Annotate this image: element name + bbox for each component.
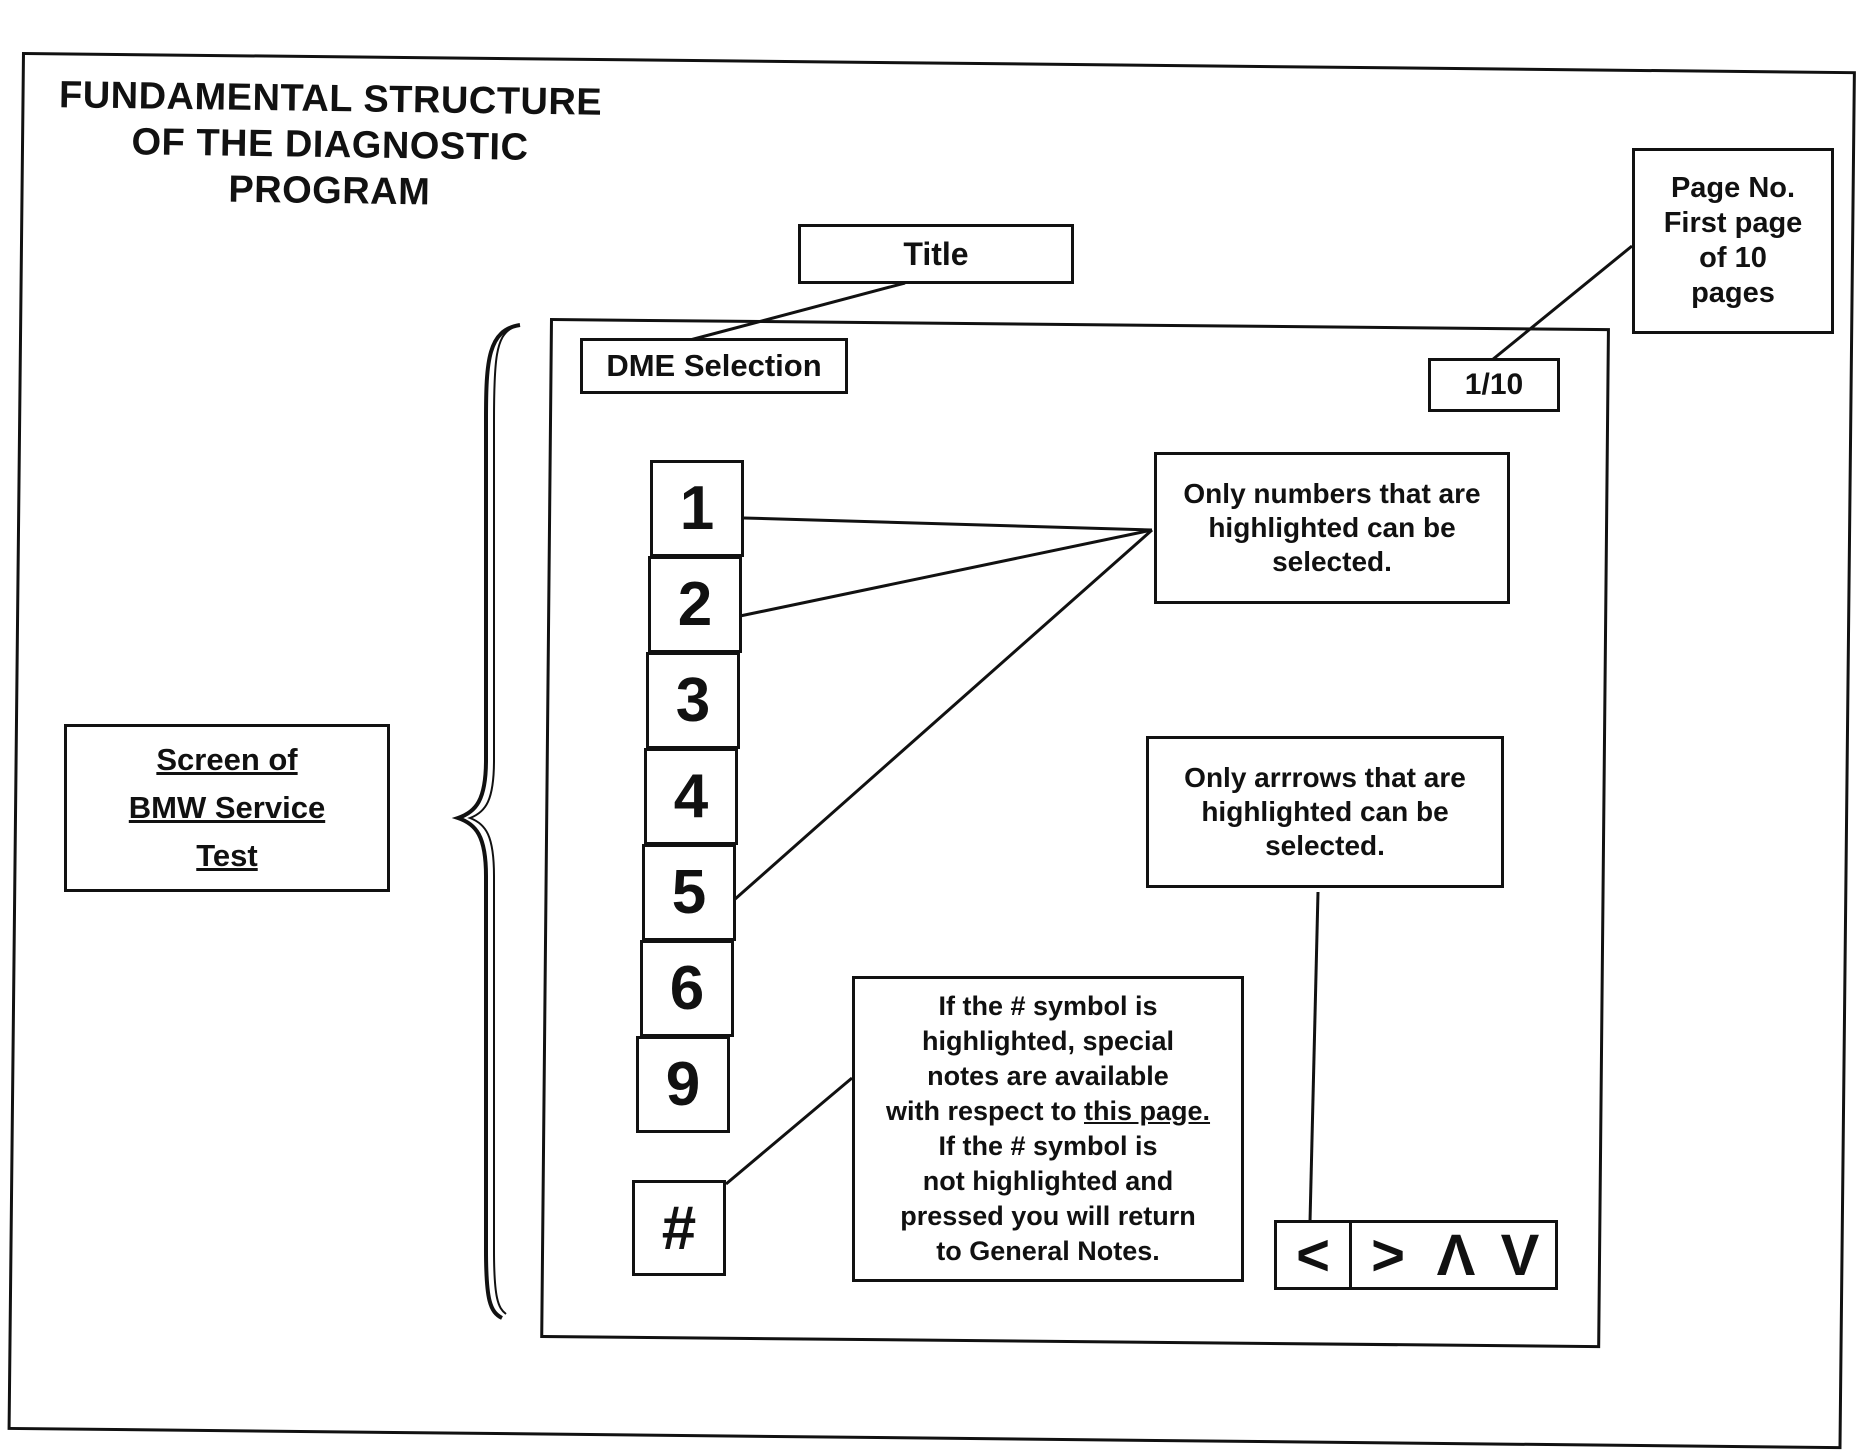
numbers-note-line: Only numbers that are [1183, 478, 1481, 509]
numbers-note: Only numbers that are highlighted can be… [1154, 452, 1510, 604]
number-label: 2 [677, 570, 713, 639]
arrow-right-button[interactable]: > [1352, 1222, 1424, 1288]
hash-note-line: highlighted, special [921, 1026, 1175, 1056]
numbers-connector-1 [743, 516, 1153, 532]
screen-label-box: Screen of BMW Service Test [64, 724, 390, 892]
arrows-note: Only arrrows that are highlighted can be… [1146, 736, 1504, 888]
arrow-right-label: > [1371, 1222, 1405, 1288]
page-number-callout: Page No. First page of 10 pages [1632, 148, 1834, 334]
numbers-note-line: highlighted can be [1208, 512, 1456, 543]
number-label: 3 [675, 666, 711, 735]
number-button-3[interactable]: 3 [646, 652, 740, 749]
hash-button[interactable]: # [632, 1180, 726, 1276]
arrow-left-label: < [1296, 1222, 1330, 1288]
hash-note-line: not highlighted and [922, 1166, 1174, 1196]
title-callout: Title [798, 224, 1074, 284]
arrows-note-line: highlighted can be [1201, 796, 1449, 827]
arrow-bar: < > Λ V [1274, 1220, 1558, 1290]
page-indicator-value: 1/10 [1464, 368, 1524, 401]
number-label: 4 [673, 762, 709, 831]
hash-note: If the # symbol is highlighted, special … [852, 976, 1244, 1282]
curly-brace [451, 323, 521, 1320]
hash-note-line: If the # symbol is [938, 991, 1158, 1021]
page-connector [1491, 244, 1633, 362]
page-note-line: of 10 [1699, 242, 1767, 274]
page-note-line: Page No. [1670, 172, 1796, 204]
hash-note-line: notes are available [927, 1061, 1169, 1091]
title-callout-label: Title [903, 235, 969, 272]
hash-label: # [661, 1193, 697, 1263]
screen-header: DME Selection [580, 338, 848, 394]
number-button-5[interactable]: 5 [642, 844, 736, 941]
hash-connector [725, 1076, 853, 1186]
arrows-connector [1308, 891, 1320, 1223]
numbers-note-line: selected. [1272, 546, 1392, 577]
hash-note-line: If the # symbol is [938, 1131, 1158, 1161]
number-label: 1 [679, 474, 715, 543]
screen-label-line: Test [196, 838, 258, 873]
number-button-4[interactable]: 4 [644, 748, 738, 845]
number-button-2[interactable]: 2 [648, 556, 742, 653]
number-button-1[interactable]: 1 [650, 460, 744, 557]
number-label: 5 [671, 858, 707, 927]
title-connector [689, 281, 906, 342]
screen-label-line: BMW Service [128, 790, 326, 825]
arrow-down-button[interactable]: V [1488, 1222, 1552, 1288]
arrows-note-line: selected. [1265, 830, 1385, 861]
number-label: 9 [665, 1050, 701, 1119]
screen-label-line: Screen of [156, 742, 298, 777]
numbers-connector-5 [733, 528, 1153, 902]
page-note-line: pages [1691, 277, 1775, 309]
screen-header-label: DME Selection [606, 348, 822, 383]
number-button-9[interactable]: 9 [636, 1036, 730, 1133]
page-note-line: First page [1663, 207, 1803, 239]
arrows-note-line: Only arrrows that are [1184, 762, 1466, 793]
hash-note-line: pressed you will return [900, 1201, 1196, 1231]
hash-note-prefix: with respect to [885, 1096, 1084, 1126]
arrow-up-button[interactable]: Λ [1424, 1222, 1488, 1288]
hash-note-underlined: this page. [1084, 1096, 1211, 1126]
number-label: 6 [669, 954, 705, 1023]
number-button-6[interactable]: 6 [640, 940, 734, 1037]
arrow-up-label: Λ [1436, 1222, 1476, 1288]
hash-note-line: to General Notes. [936, 1236, 1160, 1266]
page-indicator: 1/10 [1428, 358, 1560, 412]
numbers-connector-2 [739, 528, 1153, 618]
arrow-left-button[interactable]: < [1277, 1222, 1352, 1288]
arrow-down-label: V [1500, 1222, 1540, 1288]
hash-note-line: with respect to this page. [886, 1094, 1210, 1129]
